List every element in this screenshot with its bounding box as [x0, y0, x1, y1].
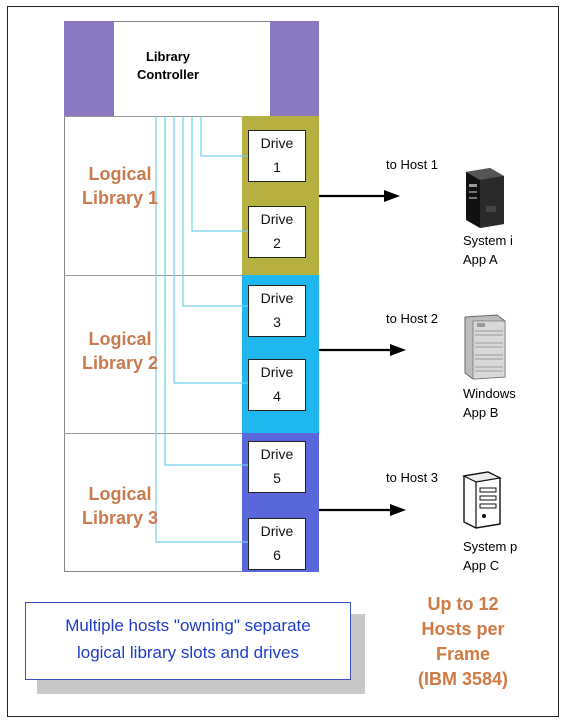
connector-drive-3 [182, 116, 248, 307]
caption-line-1: Multiple hosts "owning" separate [65, 616, 311, 635]
host-1-arrowhead [384, 190, 400, 202]
server-rack-icon [464, 314, 506, 380]
connector-drive-2 [191, 116, 248, 232]
connector-drive-6 [155, 116, 248, 543]
caption-box: Multiple hosts "owning" separate logical… [25, 602, 351, 680]
host-3-arrowhead [390, 504, 406, 516]
caption-line-2: logical library slots and drives [76, 643, 300, 662]
library-controller-label: Library Controller [136, 49, 200, 82]
host-1-label: to Host 1 [386, 157, 439, 172]
host-3-label: to Host 3 [386, 470, 439, 485]
controller-left-panel [64, 21, 114, 116]
library-separator [64, 433, 242, 434]
server-tower-icon [466, 168, 504, 228]
host-2-label: to Host 2 [386, 311, 439, 326]
hosts-per-frame-note: Up to 12 Hosts per Frame (IBM 3584) [417, 594, 509, 689]
connector-drive-5 [164, 116, 248, 466]
desktop-tower-icon [462, 471, 502, 529]
library-separator [64, 275, 242, 276]
diagram-frame [7, 6, 559, 717]
controller-right-panel [270, 21, 319, 116]
host-2-arrowhead [390, 344, 406, 356]
connector-drive-4 [173, 116, 248, 384]
connector-drive-1 [200, 116, 248, 157]
